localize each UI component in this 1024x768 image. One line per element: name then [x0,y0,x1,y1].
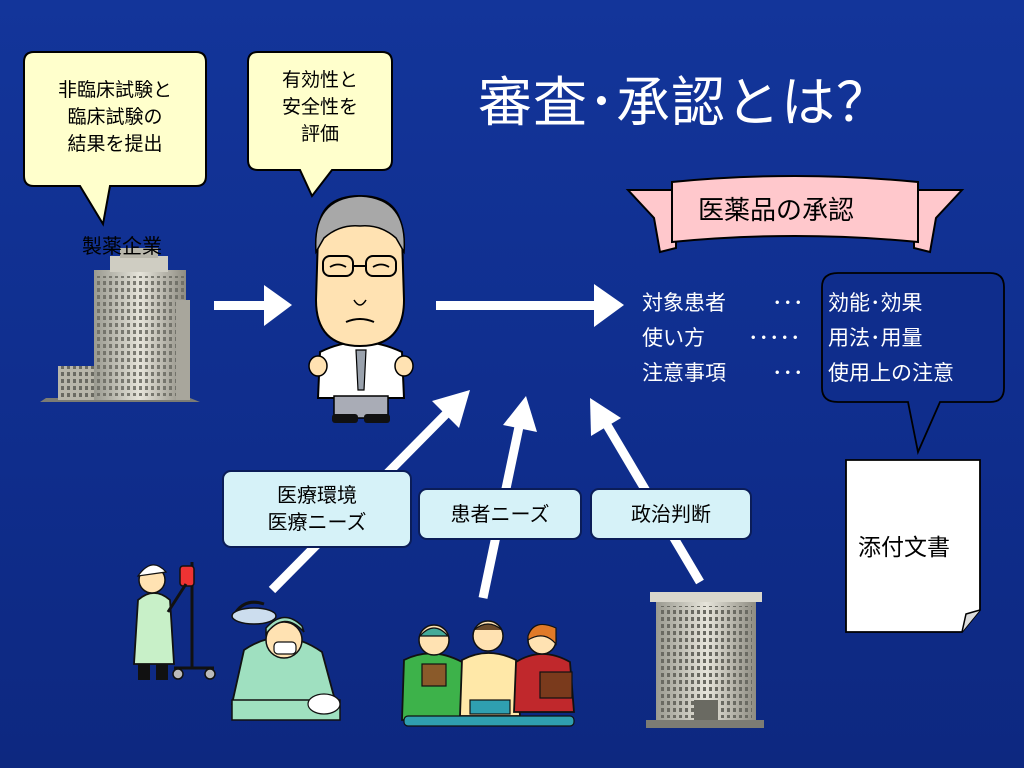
approval-item-left: 対象患者 [642,291,726,315]
approval-banner-label: 医薬品の承認 [698,196,855,226]
factor-medical-environment: 医療環境 医療ニーズ [222,470,412,548]
bubble-line: 非臨床試験と [57,79,172,101]
approval-item-dots: ･････ [748,326,801,350]
approval-item-right: 用法･用量 [828,326,923,350]
patients-group-icon [401,620,575,727]
factor-patient-needs: 患者ニーズ [418,488,582,540]
approval-item-row: 注意事項 [642,356,726,390]
document-label: 添付文書 [858,535,950,561]
factor-line: 政治判断 [631,501,711,526]
approval-item-dots: ･･･ [772,291,804,315]
approval-item-row: 使い方 [642,321,705,355]
approval-item-left: 使い方 [642,326,705,350]
factor-line: 医療ニーズ [267,510,367,534]
nurse-icon [133,562,216,680]
slide-title: 審査･承認とは？ [478,71,891,134]
company-speech-bubble [23,51,207,227]
bubble-line: 評価 [300,123,339,145]
bubble-line: 有効性と [281,69,358,91]
approval-item-dots: ･･･ [772,361,804,385]
government-building-icon [646,592,764,728]
factor-political-judgment: 政治判断 [590,488,752,540]
bubble-line: 結果を提出 [67,133,163,155]
arrow-reviewer-to-approval [436,284,624,327]
arrow-company-to-reviewer [214,285,292,326]
company-bubble-text: 非臨床試験と 臨床試験の 結果を提出 [26,77,204,158]
reviewer-speech-bubble [247,51,393,198]
company-label: 製薬企業 [82,234,162,258]
approval-banner [625,175,965,254]
bubble-line: 臨床試験の [67,106,163,128]
approval-item-left: 注意事項 [642,361,726,385]
reviewer-bubble-text: 有効性と 安全性を 評価 [250,67,390,148]
approval-item-row: 対象患者 [642,286,726,320]
approval-item-right: 効能･効果 [828,291,923,315]
package-insert-document-icon [845,459,981,633]
company-building-icon [40,248,200,402]
factor-line: 医療環境 [277,483,357,507]
bubble-line: 安全性を [281,96,358,118]
reviewer-person-icon [308,194,414,423]
approval-item-right: 使用上の注意 [828,361,954,385]
factor-line: 患者ニーズ [450,501,550,526]
approval-terms-bubble [821,272,1005,455]
surgeon-icon [230,600,341,721]
